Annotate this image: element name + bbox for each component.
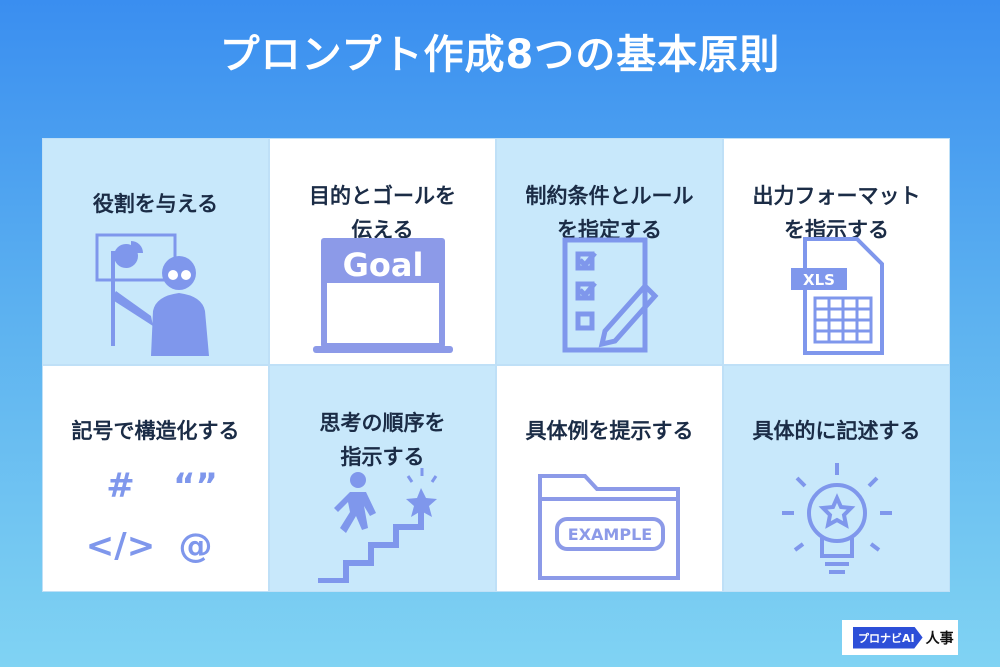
card-label-line1: 目的とゴールを	[309, 184, 456, 208]
page-title: プロンプト作成8つの基本原則	[219, 32, 781, 78]
goal-board-icon: Goal	[312, 238, 453, 353]
example-folder-icon: EXAMPLE	[537, 474, 680, 580]
card-example: 具体例を提示する EXAMPLE	[496, 365, 723, 592]
card-label-line1: 出力フォーマット	[752, 184, 921, 208]
at-symbol: @	[178, 526, 213, 566]
quote-symbol: “”	[173, 466, 218, 506]
card-label-line1: 制約条件とルール	[525, 184, 694, 208]
symbols-icon: # “” </> @	[83, 456, 233, 576]
card-label-line1: 思考の順序を	[319, 411, 446, 435]
brand-logo: プロナビAI 人事	[842, 620, 958, 655]
card-label: 目的とゴールを伝える	[270, 179, 495, 247]
card-label: 役割を与える	[92, 192, 219, 216]
card-thinking-order: 思考の順序を指示する	[269, 365, 496, 592]
lightbulb-star-icon	[781, 463, 892, 574]
goal-text: Goal	[342, 246, 423, 284]
code-symbol: </>	[85, 526, 156, 566]
card-specific: 具体的に記述する	[723, 365, 950, 592]
xls-text: XLS	[803, 271, 835, 289]
example-text: EXAMPLE	[567, 525, 651, 544]
brand-suffix: 人事	[925, 630, 954, 647]
xls-file-icon: XLS	[790, 237, 884, 355]
card-label: 記号で構造化する	[71, 419, 240, 443]
hash-symbol: #	[106, 466, 135, 506]
card-constraints: 制約条件とルールを指定する	[496, 138, 723, 365]
card-label-line2: 指示する	[340, 445, 425, 469]
card-role: 役割を与える	[42, 138, 269, 365]
card-format: 出力フォーマットを指示する XLS	[723, 138, 950, 365]
card-label: 具体例を提示する	[525, 419, 694, 443]
checklist-pencil-icon	[562, 237, 658, 353]
presenter-icon	[95, 233, 209, 356]
brand-name: プロナビAI	[853, 626, 923, 649]
card-goal: 目的とゴールを伝える Goal	[269, 138, 496, 365]
card-label: 具体的に記述する	[752, 419, 921, 443]
card-symbols: 記号で構造化する # “” </> @	[42, 365, 269, 592]
card-label: 思考の順序を指示する	[270, 406, 495, 474]
principles-grid: 役割を与える 目的とゴールを伝える Goal 制約条件とルールを指定する 出力フ…	[42, 138, 950, 592]
stairs-star-icon	[317, 468, 437, 583]
